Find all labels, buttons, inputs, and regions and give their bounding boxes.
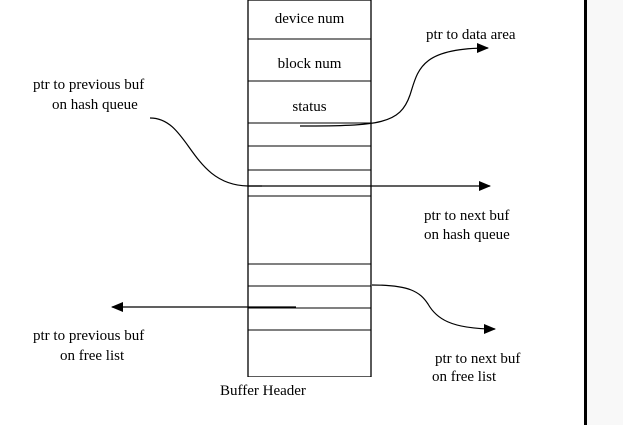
label-next-hash-2: on hash queue <box>424 227 510 243</box>
caption-background <box>170 377 410 407</box>
field-device-num: device num <box>274 11 345 27</box>
field-block-num: block num <box>277 56 342 72</box>
scan-border <box>584 0 587 425</box>
scan-margin <box>587 0 623 425</box>
label-next-free-2: on free list <box>432 369 497 385</box>
next-free-arrow <box>371 284 496 334</box>
label-prev-hash-1: ptr to previous buf <box>33 77 145 93</box>
label-next-hash-1: ptr to next buf <box>424 208 510 224</box>
prev-hash-line <box>149 117 262 187</box>
label-next-free-1: ptr to next buf <box>435 351 521 367</box>
field-status: status <box>292 99 327 115</box>
label-prev-hash-2: on hash queue <box>52 97 138 113</box>
label-prev-free-2: on free list <box>60 348 125 364</box>
label-ptr-data-area: ptr to data area <box>426 27 516 43</box>
data-area-arrow <box>299 43 489 127</box>
caption-buffer-header: Buffer Header <box>220 383 306 399</box>
label-prev-free-1: ptr to previous buf <box>33 328 145 344</box>
